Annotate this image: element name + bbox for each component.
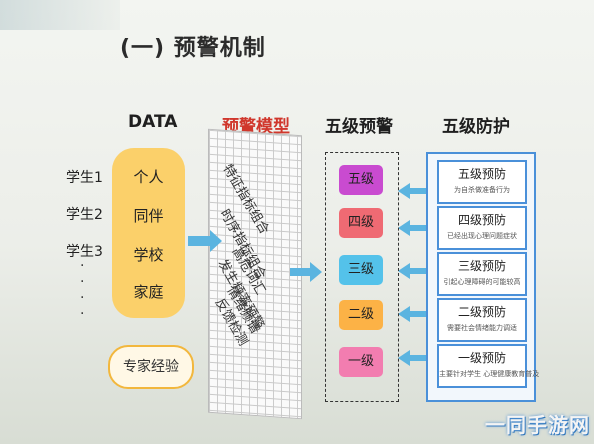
- arrow-left-icon: [398, 350, 428, 366]
- arrow-left-icon: [398, 306, 428, 322]
- data-item: 同伴: [133, 207, 164, 225]
- prevention-desc: 为自杀做准备行为: [454, 186, 510, 194]
- student-label: 学生1: [66, 170, 103, 186]
- student-label: 学生2: [66, 207, 103, 223]
- prevention-title: 四级预防: [457, 213, 506, 227]
- level-1-badge: 一级: [339, 347, 383, 377]
- arrow-left-icon: [398, 220, 428, 236]
- prevention-desc: 主要针对学生 心理健康教育普及: [439, 370, 540, 378]
- prevention-item: 四级预防 已经出现心理问题症状: [437, 206, 527, 250]
- data-header: DATA: [128, 112, 178, 132]
- prevention-title: 五级预防: [457, 167, 506, 181]
- level-5-badge: 五级: [339, 165, 383, 195]
- prevention-header: 五级防护: [442, 117, 510, 137]
- level-4-badge: 四级: [339, 208, 383, 238]
- watermark-logo: 一同手游网: [485, 413, 590, 437]
- prevention-title: 一级预防: [457, 351, 506, 365]
- ellipsis-dots: ····: [80, 258, 85, 322]
- warning-header: 五级预警: [325, 117, 393, 137]
- data-item: 学校: [133, 246, 164, 264]
- data-item: 家庭: [133, 283, 164, 301]
- prevention-item: 三级预防 引起心理障碍的可能较高: [437, 252, 527, 296]
- data-item: 个人: [133, 168, 164, 186]
- student-list: 学生1 学生2 学生3: [66, 160, 103, 271]
- corner-decoration: [0, 0, 120, 30]
- arrow-right-icon: [188, 230, 222, 252]
- level-2-badge: 二级: [339, 300, 383, 330]
- warning-levels-box: [325, 152, 399, 402]
- arrow-right-icon: [290, 262, 322, 282]
- expert-experience-box: 专家经验: [108, 345, 194, 389]
- prevention-title: 三级预防: [457, 259, 506, 273]
- level-3-badge: 三级: [339, 255, 383, 285]
- prevention-item: 一级预防 主要针对学生 心理健康教育普及: [437, 344, 540, 388]
- slide-title: (一) 预警机制: [120, 36, 266, 61]
- student-label: 学生3: [66, 244, 103, 260]
- prevention-title: 二级预防: [457, 305, 506, 319]
- arrow-left-icon: [398, 263, 428, 279]
- prevention-desc: 已经出现心理问题症状: [447, 232, 517, 240]
- prevention-item: 二级预防 需要社会情绪能力调适: [437, 298, 527, 342]
- prevention-desc: 引起心理障碍的可能较高: [443, 278, 521, 286]
- arrow-left-icon: [398, 183, 428, 199]
- data-sources-box: 个人 同伴 学校 家庭: [112, 148, 185, 318]
- prevention-desc: 需要社会情绪能力调适: [447, 324, 517, 332]
- prevention-item: 五级预防 为自杀做准备行为: [437, 160, 527, 204]
